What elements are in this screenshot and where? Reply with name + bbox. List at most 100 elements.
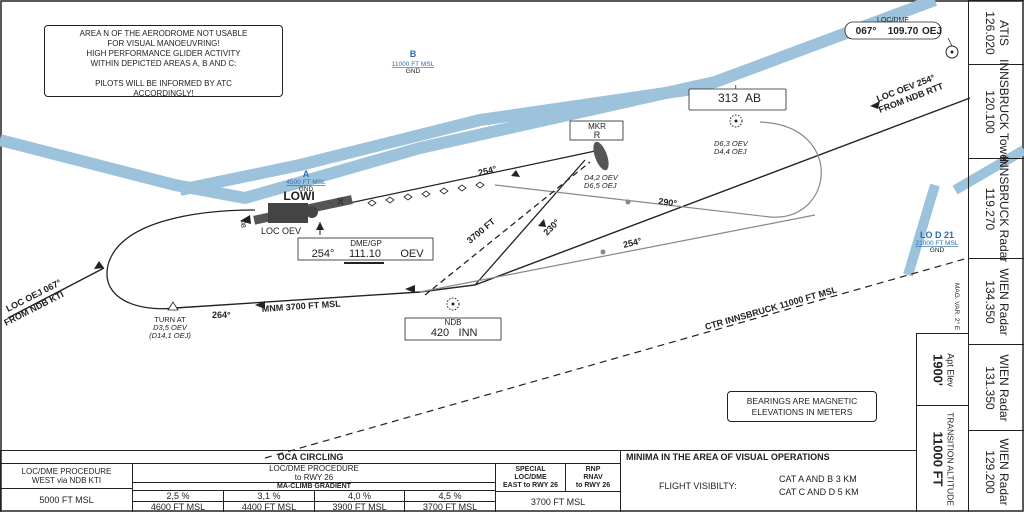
ndb-inn-type: NDB [445, 318, 462, 327]
bearing-290: 290° [658, 196, 678, 209]
arrow-icon [255, 301, 265, 309]
l-ab-dist2: D4,4 OEJ [714, 147, 747, 156]
oca-col2-header-line: to RWY 26 [294, 473, 334, 482]
oca-col1-value: 5000 FT MSL [0, 488, 132, 512]
ma-climb-header: MA-CLIMB GRADIENT [132, 482, 495, 490]
dme-gp-freq: 111.10 [349, 248, 381, 260]
freq-name: INNSBRUCK Tower [996, 58, 1011, 165]
ctr-innsbruck-label: CTR INNSBRUCK 11000 FT MSL [704, 284, 839, 332]
l-ab-freq: 313 [718, 91, 738, 105]
special-header: SPECIAL LOC/DME EAST to RWY 26 [495, 463, 565, 491]
mkr-dist2: D6,5 OEJ [584, 181, 617, 190]
area-b-limit: 11000 FT MSL [392, 61, 435, 68]
mag-var-label: MAG. VAR. 2° E [953, 283, 961, 331]
minima-body: FLIGHT VISIBILTY: CAT A AND B 3 KM CAT C… [620, 463, 916, 512]
dme-gp-label: DME/GP [350, 239, 382, 248]
ctr-boundary-line [264, 257, 969, 459]
mnm-label: MNM 3700 FT MSL [261, 298, 341, 314]
apt-elev-value: 1900' [930, 353, 945, 386]
approach-tracks [7, 97, 971, 319]
gradient-cell: 4,0 % [314, 490, 404, 501]
arrow-icon [870, 101, 880, 109]
turn-dist2: (D14,1 OEJ) [149, 331, 191, 340]
area-lo-d21-limit: 21000 FT MSL [916, 240, 959, 247]
bearing-230: 230° [541, 217, 562, 238]
loc-dme-oej-label: LOC/DME [877, 17, 909, 24]
area-lo-d21-base: GND [930, 247, 945, 254]
freq-value: 129.200 [982, 449, 997, 494]
note-line: ACCORDINGLY! [133, 89, 194, 98]
note-line: FOR VISUAL MANOEUVRING! [107, 39, 220, 48]
bearings-note-line: BEARINGS ARE MAGNETIC [746, 396, 858, 406]
ndb-inn-box [404, 317, 502, 341]
track-254-upper [339, 149, 601, 206]
bearing-254-upper: 254° [477, 164, 498, 178]
loc-dme-oej-bearing: 067° [856, 26, 877, 37]
area-b-base: GND [406, 68, 421, 75]
track-arrows [94, 101, 880, 309]
rnp-header: RNP RNAV to RWY 26 [565, 463, 620, 491]
dme-gp-box [297, 237, 434, 261]
gradient-value-cell: 3900 FT MSL [314, 501, 404, 512]
note-line: AREA N OF THE AERODROME NOT USABLE [79, 29, 248, 38]
freq-name: WIEN Radar [996, 267, 1011, 336]
area-boundary-east [952, 145, 1024, 195]
note-line [45, 69, 282, 79]
turn-point-icon [167, 301, 179, 311]
oca-title: OCA CIRCLING [0, 450, 620, 463]
mkr-type: MKR [588, 122, 606, 131]
turn-at-label: TURN AT [154, 315, 186, 324]
bearing-254-lower: 254° [622, 236, 643, 250]
airport-symbol [306, 206, 318, 218]
arrow-icon [240, 215, 251, 224]
mkr-box [569, 120, 624, 141]
oca-col2-header: LOC/DME PROCEDURE to RWY 26 [132, 463, 495, 482]
ndb-inn-freq: 420 [431, 327, 449, 339]
glider-areas [0, 0, 1024, 277]
dme-gp-bearing: 254° [312, 248, 335, 260]
bearings-note: BEARINGS ARE MAGNETIC ELEVATIONS IN METE… [727, 391, 877, 422]
arrow-icon [511, 170, 520, 177]
l-ab-type: L [735, 84, 740, 93]
bearing-264: 264° [212, 310, 231, 320]
rnp-header-line: RNAV [583, 473, 603, 481]
terminal-apron [268, 203, 308, 223]
ndb-inn-icon [446, 297, 460, 311]
transition-value: 11000 FT [930, 431, 945, 487]
area-a-name: A [303, 169, 310, 179]
bearings-note-line: ELEVATIONS IN METERS [751, 407, 853, 417]
minima-title: MINIMA IN THE AREA OF VISUAL OPERATIONS [620, 450, 916, 463]
rnp-header-line: RNP [585, 465, 601, 473]
track-dots [600, 199, 631, 255]
gradient-value-cell: 3700 FT MSL [404, 501, 495, 512]
apt-elev-label: Apt Elev [945, 352, 955, 387]
area-boundary-lo-d21 [903, 183, 940, 277]
freq-name: INNSBRUCK Radar [996, 155, 1011, 262]
mkr-dist1: D4,2 OEV [584, 173, 619, 182]
turn-arc-west [106, 209, 256, 310]
minima-cat-cd: CAT C AND D 5 KM [779, 487, 859, 497]
approach-light-diamonds [367, 181, 485, 207]
freq-value: 134.350 [982, 279, 997, 324]
freq-value: 120.100 [982, 89, 997, 134]
runway-26-label: 26 [338, 197, 345, 205]
gradient-value-cell: 4400 FT MSL [223, 501, 314, 512]
l-ab-dist1: D6,3 OEV [714, 139, 749, 148]
special-value: 3700 FT MSL [495, 491, 620, 512]
loc-dme-oej-box [844, 21, 942, 40]
loc-dme-oej-freq: 109.70 [888, 26, 919, 37]
main-approach-track [174, 97, 971, 309]
area-n-note: AREA N OF THE AERODROME NOT USABLE FOR V… [44, 25, 283, 98]
arrow-icon [94, 261, 104, 269]
runway-08-label: 08 [239, 220, 246, 228]
freq-name: ATIS [996, 19, 1011, 46]
arrow-icon [405, 285, 415, 293]
oca-col2-header-line: LOC/DME PROCEDURE [269, 464, 359, 473]
